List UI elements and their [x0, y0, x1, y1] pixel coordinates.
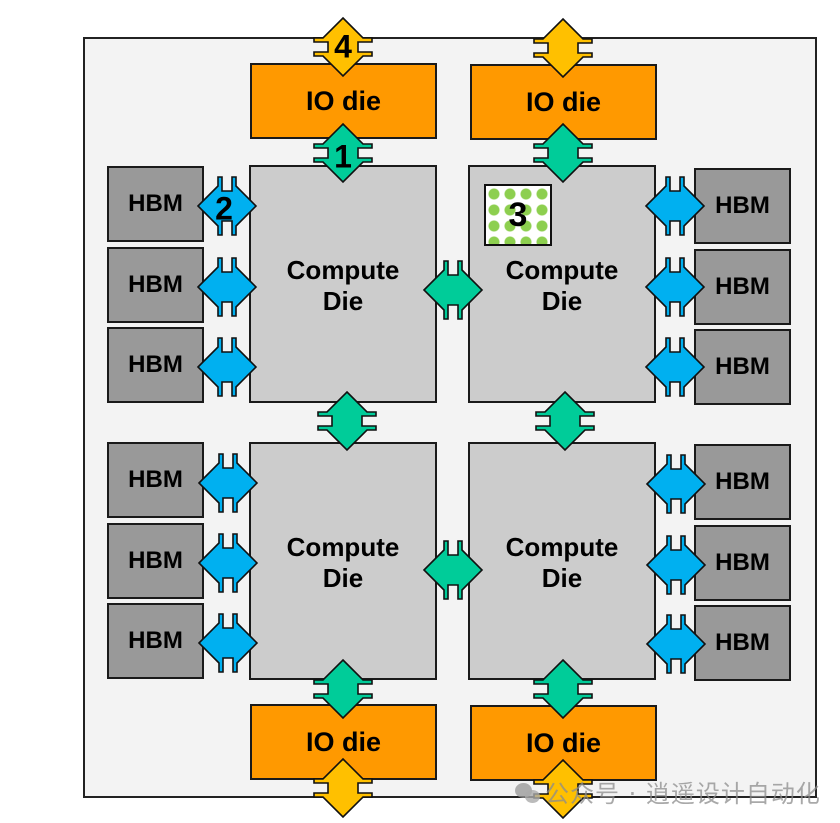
hbm-label: HBM	[715, 468, 770, 495]
hbm-link-icon-right-top-3	[644, 337, 706, 397]
hbm-label: HBM	[128, 351, 183, 378]
hbm-link-icon-right-top-2	[644, 257, 706, 317]
die-to-die-link-icon-top-shape	[422, 260, 484, 320]
die-to-die-link-icon-right-shape	[535, 390, 595, 452]
hbm-label: HBM	[715, 353, 770, 380]
compute-die-label-line2: Die	[541, 563, 583, 593]
hbm-link-icon-left-bottom-1	[197, 453, 259, 513]
hbm-label: HBM	[128, 627, 183, 654]
io-die-label: IO die	[525, 727, 601, 758]
hbm-label: HBM	[128, 190, 183, 217]
hbm-label: HBM	[715, 192, 770, 219]
compute-die-bottom-left: Compute Die	[249, 442, 437, 680]
hbm-right-bottom-2: HBM	[694, 525, 791, 601]
hbm-label: HBM	[715, 549, 770, 576]
compute-die-top-left: Compute Die	[249, 165, 437, 403]
hbm-label: HBM	[128, 466, 183, 493]
hbm-link-icon-left-bottom-3	[197, 613, 259, 673]
compute-die-label-line2: Die	[541, 286, 583, 316]
io-compute-link-icon-bottom-right	[533, 658, 593, 720]
hbm-link-icon-left-bottom-2	[197, 533, 259, 593]
compute-die-label-line2: Die	[322, 563, 364, 593]
io-compute-link-icon-bottom-right-shape	[533, 658, 593, 720]
hbm-left-top-3: HBM	[107, 327, 204, 403]
die-to-die-link-icon-left	[317, 390, 377, 452]
hbm-link-icon-right-bottom-3-shape	[645, 614, 707, 674]
external-link-icon-bottom-right-shape	[533, 758, 593, 820]
die-to-die-link-icon-right	[535, 390, 595, 452]
hbm-link-icon-left-bottom-3-shape	[197, 613, 259, 673]
external-link-icon-top-left	[313, 16, 373, 78]
hbm-label: HBM	[715, 629, 770, 656]
hbm-right-bottom-1: HBM	[694, 444, 791, 520]
callout-number-3: 3	[508, 195, 528, 234]
hbm-link-icon-left-bottom-1-shape	[197, 453, 259, 513]
hbm-link-icon-right-bottom-1-shape	[645, 454, 707, 514]
die-to-die-link-icon-bottom-shape	[422, 540, 484, 600]
hbm-link-icon-right-top-1-shape	[644, 176, 706, 236]
hbm-link-icon-right-bottom-2	[645, 535, 707, 595]
external-link-icon-bottom-right	[533, 758, 593, 820]
hbm-left-bottom-3: HBM	[107, 603, 204, 679]
watermark: 公众号 · 逍遥设计自动化	[515, 774, 821, 809]
hbm-label: HBM	[128, 271, 183, 298]
hbm-link-icon-left-top-2	[196, 257, 258, 317]
die-to-die-link-icon-bottom	[422, 540, 484, 600]
hbm-label: HBM	[715, 273, 770, 300]
hbm-link-icon-left-bottom-2-shape	[197, 533, 259, 593]
external-link-icon-bottom-left	[313, 757, 373, 819]
hbm-link-icon-right-top-1	[644, 176, 706, 236]
hbm-left-bottom-2: HBM	[107, 523, 204, 599]
watermark-text: 公众号 · 逍遥设计自动化	[545, 780, 821, 808]
hbm-link-icon-left-top-3-shape	[196, 337, 258, 397]
hbm-left-bottom-1: HBM	[107, 442, 204, 518]
io-compute-link-icon-top-left	[313, 122, 373, 184]
hbm-left-top-1: HBM	[107, 166, 204, 242]
io-compute-link-icon-bottom-left	[313, 658, 373, 720]
external-link-icon-bottom-left-shape	[313, 757, 373, 819]
hbm-link-icon-left-top-3	[196, 337, 258, 397]
hbm-right-top-3: HBM	[694, 329, 791, 405]
io-die-label: IO die	[305, 85, 381, 116]
io-compute-link-icon-top-left-shape	[313, 122, 373, 184]
compute-die-bottom-right: Compute Die	[468, 442, 656, 680]
hbm-link-icon-right-bottom-3	[645, 614, 707, 674]
hbm-link-icon-right-top-3-shape	[644, 337, 706, 397]
package-substrate	[83, 37, 817, 798]
hbm-left-top-2: HBM	[107, 247, 204, 323]
hbm-link-icon-left-top-1-shape	[196, 176, 258, 236]
compute-die-label-line1: Compute	[286, 255, 400, 285]
io-compute-link-icon-top-right	[533, 122, 593, 184]
hbm-right-top-1: HBM	[694, 168, 791, 244]
hbm-label: HBM	[128, 547, 183, 574]
hbm-link-icon-right-bottom-1	[645, 454, 707, 514]
external-link-icon-top-left-shape	[313, 16, 373, 78]
external-link-icon-top-right	[533, 17, 593, 79]
hbm-link-icon-right-top-2-shape	[644, 257, 706, 317]
io-die-label: IO die	[525, 86, 601, 117]
io-die-label: IO die	[305, 726, 381, 757]
compute-die-label-line2: Die	[322, 286, 364, 316]
hbm-link-icon-left-top-1	[196, 176, 258, 236]
compute-die-label-line1: Compute	[505, 532, 619, 562]
compute-die-label-line1: Compute	[505, 255, 619, 285]
compute-die-label-line1: Compute	[286, 532, 400, 562]
hbm-right-bottom-3: HBM	[694, 605, 791, 681]
hbm-link-icon-left-top-2-shape	[196, 257, 258, 317]
wechat-icon	[515, 783, 541, 805]
external-link-icon-top-right-shape	[533, 17, 593, 79]
hbm-right-top-2: HBM	[694, 249, 791, 325]
die-to-die-link-icon-top	[422, 260, 484, 320]
io-compute-link-icon-bottom-left-shape	[313, 658, 373, 720]
patterned-region-callout-3: 3	[484, 184, 552, 246]
die-to-die-link-icon-left-shape	[317, 390, 377, 452]
io-compute-link-icon-top-right-shape	[533, 122, 593, 184]
hbm-link-icon-right-bottom-2-shape	[645, 535, 707, 595]
